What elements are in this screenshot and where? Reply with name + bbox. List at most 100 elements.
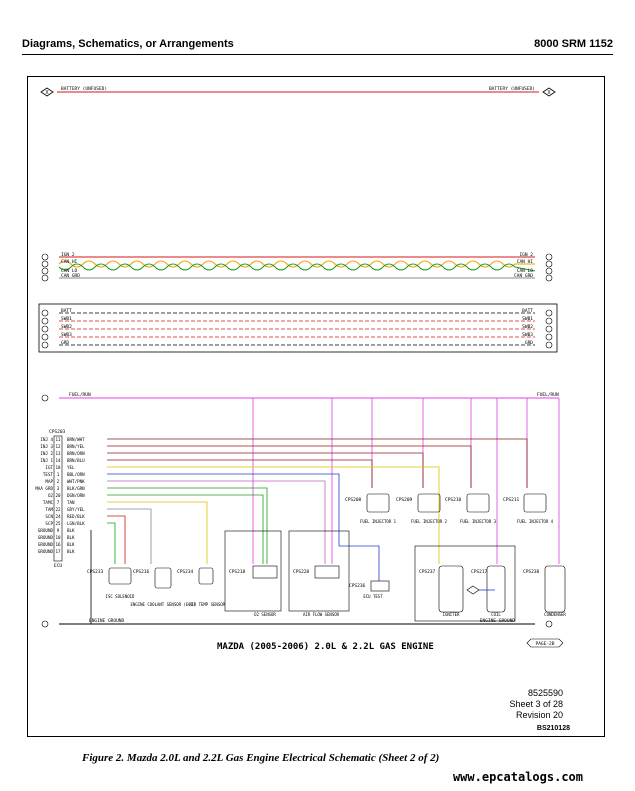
injector-group: CPS208 FUEL INJECTOR 1 CPS209 FUEL INJEC… xyxy=(345,493,554,524)
switch-swb2-label: SWB2 xyxy=(61,324,72,330)
battery-right-label: BATTERY (UNFUSED) xyxy=(489,86,535,92)
ecu-pin-signal: GROUND xyxy=(38,542,54,547)
ecu-pin-signal: TAM xyxy=(45,507,53,512)
page-ref-label: PAGE-2B xyxy=(536,641,555,647)
fuel-run-left-label: FUEL/RUN xyxy=(69,392,91,398)
can-grd-right-label: CAN GRD xyxy=(514,273,533,279)
can-lo-label: CAN LO xyxy=(61,268,78,274)
ecu-pin-wire: BLK xyxy=(67,549,75,554)
can-ign-label: IGN 2 xyxy=(61,252,75,258)
injector-1-label: FUEL INJECTOR 1 xyxy=(360,519,397,524)
ecu-pin-wire: BRN/BLU xyxy=(67,458,85,463)
ecu-test: CPS236 ECU TEST xyxy=(349,580,390,599)
battery-rail: X BATTERY (UNFUSED) BATTERY (UNFUSED) X xyxy=(40,86,556,97)
isc-solenoid: CPS233 ISC SOLENOID xyxy=(87,567,135,599)
engine-coolant-sensor: CPS216 ENGINE COOLANT SENSOR (ECU) xyxy=(130,567,196,607)
can-ign-right-label: IGN 2 xyxy=(519,252,533,258)
switch-batt-right-label: BATT xyxy=(522,308,533,314)
ecu-pin-wire: LGN/BLK xyxy=(67,521,85,526)
ecu-pin-number: 20 xyxy=(55,493,61,498)
ecu-pin-signal: MAA GRD xyxy=(35,486,53,491)
ecu-pin-number: 24 xyxy=(55,514,61,519)
coil-connector: CPS217 xyxy=(471,569,488,575)
ecu-pin-wire: BLK/GRN xyxy=(67,486,85,491)
ecu-pin-number: 16 xyxy=(55,542,61,547)
ats-label: AIR TEMP SENSOR xyxy=(189,602,226,607)
switch-swb3-label: SWB3 xyxy=(61,332,72,338)
igniter-connector: CPS237 xyxy=(419,569,436,575)
can-hi-wire xyxy=(58,260,535,268)
air-temp-sensor: CPS234 AIR TEMP SENSOR xyxy=(177,567,226,607)
injector-4: CPS211 FUEL INJECTOR 4 xyxy=(503,493,554,524)
ecu-pin-signal: INJ 3 xyxy=(40,444,53,449)
isc-connector: CPS233 xyxy=(87,569,104,575)
ecu-pin-wire: DGN/ORN xyxy=(67,493,85,498)
o2-sensor: CPS218 O2 SENSOR xyxy=(224,530,282,617)
ecu-pin-number: 22 xyxy=(55,507,61,512)
ect-connector: CPS216 xyxy=(133,569,150,575)
battery-right-pin: X xyxy=(547,90,550,96)
ecu-pin-number: 13 xyxy=(55,451,61,456)
switch-swb3-right-label: SWB3 xyxy=(522,332,533,338)
battery-right-terminal xyxy=(542,87,556,97)
switch-swb1-right-label: SWB1 xyxy=(522,316,533,322)
battery-left-pin: X xyxy=(45,90,48,96)
injector-2-connector: CPS209 xyxy=(396,497,413,503)
figure-caption: Figure 2. Mazda 2.0L and 2.2L Gas Engine… xyxy=(82,752,440,764)
ecu-pin-signal: GROUND xyxy=(38,528,54,533)
condenser-label: CONDENSER xyxy=(544,612,566,617)
ecu-pin-signal: GROUND xyxy=(38,535,54,540)
can-ign-row: IGN 2 IGN 2 xyxy=(41,252,553,261)
ecu-pin-wire: BLK xyxy=(67,542,75,547)
air-flow-sensor: CPS220 AIR FLOW SENSOR xyxy=(288,530,350,617)
condenser-connector: CPS238 xyxy=(523,569,540,575)
ecu-wire-runs xyxy=(90,438,528,624)
switch-grd-row: GRD GRD xyxy=(41,340,553,349)
can-hi-label: CAN HI xyxy=(61,259,78,265)
can-lo-right-label: CAN LO xyxy=(517,268,534,274)
switch-swb2-right-label: SWB2 xyxy=(522,324,533,330)
ect-label: ENGINE COOLANT SENSOR (ECU) xyxy=(130,602,195,607)
ecu-pin-signal: MAP xyxy=(45,479,53,484)
ecu-pin-number: 14 xyxy=(55,458,61,463)
sheet-number: Sheet 3 of 28 xyxy=(509,699,563,709)
ecu-pin-wire: RED/BLK xyxy=(67,514,85,519)
injector-1: CPS208 FUEL INJECTOR 1 xyxy=(345,493,397,524)
ecu-test-label: ECU TEST xyxy=(363,594,383,599)
coil: CPS217 COIL xyxy=(466,565,506,617)
ecu-pin-signal: SCP xyxy=(45,521,53,526)
engine-ground-rail: ENGINE GROUND ENGINE GROUND xyxy=(41,618,553,628)
ecu-pin-signal: O2 xyxy=(48,493,54,498)
ecu-pin-number: 10 xyxy=(55,535,61,540)
switch-grd-label: GRD xyxy=(61,340,69,346)
battery-left-terminal xyxy=(40,87,54,97)
injector-3-label: FUEL INJECTOR 3 xyxy=(460,519,497,524)
switch-bus-box xyxy=(38,303,558,353)
ecu-pin-number: 18 xyxy=(55,465,61,470)
schematic-frame xyxy=(27,76,605,737)
igniter-label: IGNITER xyxy=(443,612,460,617)
ecu-pin-signal: TEST xyxy=(43,472,54,477)
drawing-code: BS210128 xyxy=(536,725,570,732)
ecu-pin-signal: INJ 1 xyxy=(40,458,53,463)
coil-label: COIL xyxy=(491,612,501,617)
ecu-pin-number: 25 xyxy=(55,521,61,526)
ecu-pin-signal: GROUND xyxy=(38,549,54,554)
igniter: CPS237 IGNITER xyxy=(414,545,516,622)
ecu-pin-wire: TAN xyxy=(67,500,75,505)
component-group: CPS233 ISC SOLENOID CPS216 ENGINE COOLAN… xyxy=(87,530,566,622)
switch-swb2-row: SWB2 SWB2 xyxy=(41,324,553,333)
